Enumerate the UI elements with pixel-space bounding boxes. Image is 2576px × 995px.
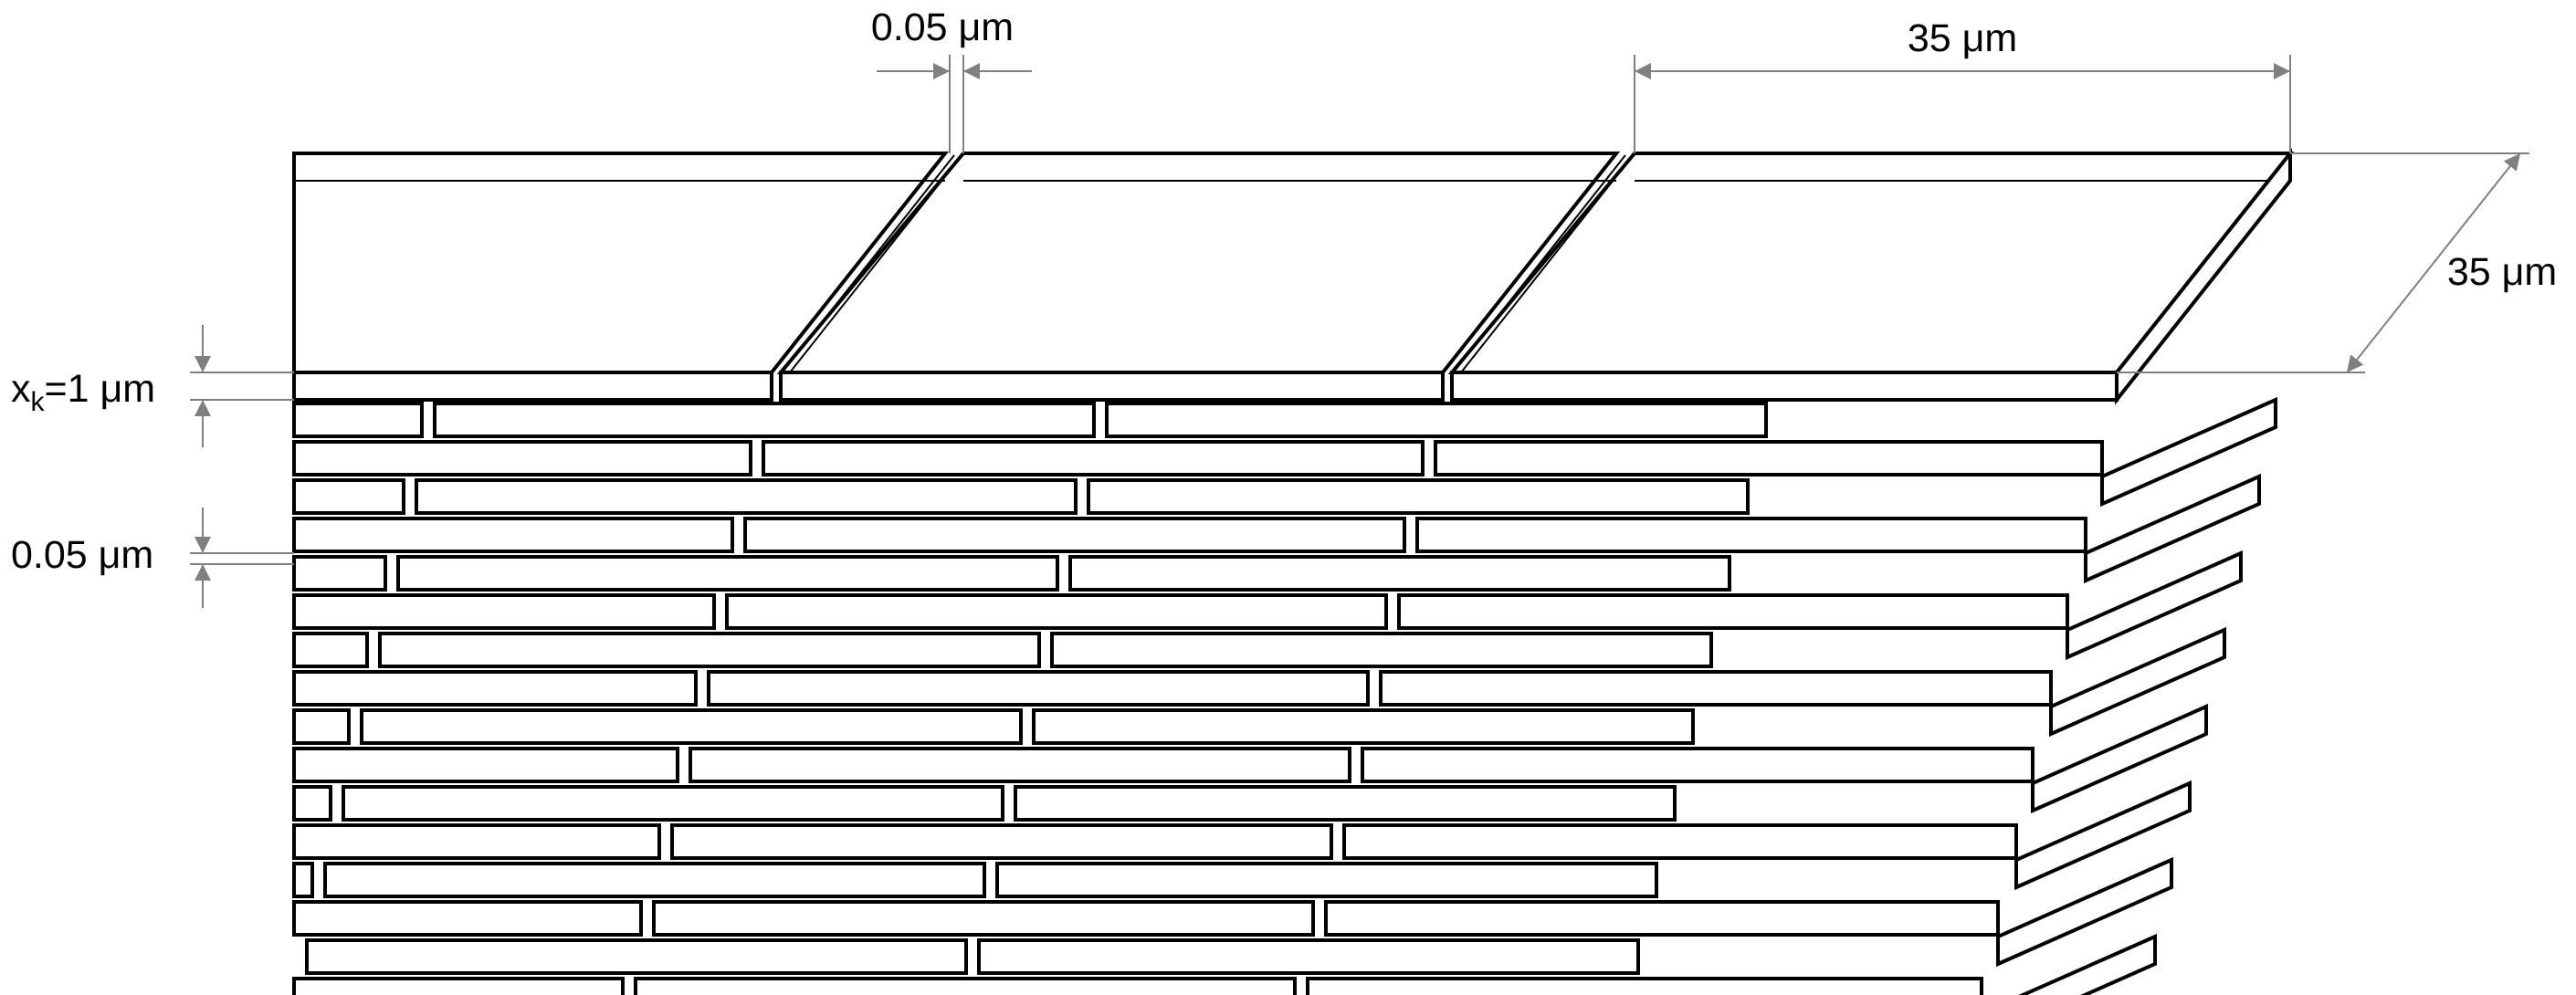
- top-platelet-right-front: [1450, 371, 2119, 402]
- brick: [360, 708, 1023, 745]
- layer-side-face: [2014, 780, 2192, 891]
- brick: [995, 862, 1658, 898]
- brick: [378, 632, 1041, 668]
- brick: [292, 823, 661, 860]
- thickness-symbol: x: [11, 367, 31, 411]
- brick: [1087, 478, 1750, 515]
- width-label: 35 μm: [1908, 16, 2017, 60]
- brick: [292, 708, 351, 745]
- top-platelet-layer: [292, 148, 2295, 405]
- brick: [1050, 632, 1713, 668]
- brick: [1342, 823, 2018, 860]
- brick: [292, 977, 625, 995]
- brick: [1379, 670, 2053, 707]
- brick: [707, 670, 1370, 707]
- brick: [670, 823, 1333, 860]
- layer-side-face: [2066, 550, 2243, 661]
- brick: [1068, 555, 1731, 592]
- top-platelet-right-side: [2115, 148, 2292, 405]
- depth-label: 35 μm: [2447, 250, 2557, 294]
- thickness-dimension: xk=1 μm: [11, 325, 294, 447]
- brick: [1306, 977, 1983, 995]
- layer-side-face: [2018, 933, 2157, 995]
- thickness-label: xk=1 μm: [11, 367, 155, 417]
- brick: [1014, 785, 1677, 822]
- layer-side-face: [2031, 703, 2208, 814]
- width-dimension: 35 μm: [1634, 16, 2291, 153]
- gap-dimension-top: 0.05 μm: [871, 5, 1032, 153]
- gap-label-top: 0.05 μm: [871, 5, 1014, 49]
- brick: [323, 862, 986, 898]
- brick: [292, 785, 332, 822]
- brick: [725, 593, 1388, 630]
- thickness-value: =1 μm: [45, 367, 156, 411]
- brick: [292, 517, 734, 553]
- brick: [292, 747, 679, 783]
- brick: [634, 977, 1297, 995]
- brick: [342, 785, 1004, 822]
- depth-dimension: 35 μm: [2117, 152, 2557, 373]
- brick: [977, 938, 1640, 975]
- brick: [292, 478, 405, 515]
- brick: [1324, 900, 2000, 937]
- brick: [1032, 708, 1695, 745]
- top-platelet-left-front: [292, 371, 773, 402]
- layer-side-face: [2049, 626, 2226, 738]
- brick: [762, 440, 1425, 477]
- brick: [1361, 747, 2035, 783]
- brick: [743, 517, 1406, 553]
- brick: [689, 747, 1351, 783]
- brick: [433, 402, 1096, 438]
- stacked-platelet-layers: [292, 396, 2277, 995]
- thickness-subscript: k: [31, 387, 46, 417]
- brick: [292, 862, 314, 898]
- layer-side-face: [1996, 856, 2173, 968]
- brick: [396, 555, 1059, 592]
- layer-side-face: [2084, 473, 2261, 584]
- brick: [652, 900, 1315, 937]
- brick: [292, 593, 716, 630]
- brick: [292, 555, 387, 592]
- brick: [292, 670, 698, 707]
- brick: [1105, 402, 1768, 438]
- brick: [1434, 440, 2104, 477]
- brick: [292, 402, 424, 438]
- gap-dimension-left: 0.05 μm: [11, 508, 294, 608]
- gap-label-left: 0.05 μm: [11, 533, 153, 577]
- layer-side-face: [2100, 396, 2277, 508]
- brick: [292, 632, 369, 668]
- brick: [1415, 517, 2087, 553]
- brick: [305, 938, 968, 975]
- brick: [1397, 593, 2069, 630]
- brick: [292, 900, 643, 937]
- brick: [415, 478, 1078, 515]
- top-platelet-middle-front: [779, 371, 1445, 402]
- brick: [292, 440, 752, 477]
